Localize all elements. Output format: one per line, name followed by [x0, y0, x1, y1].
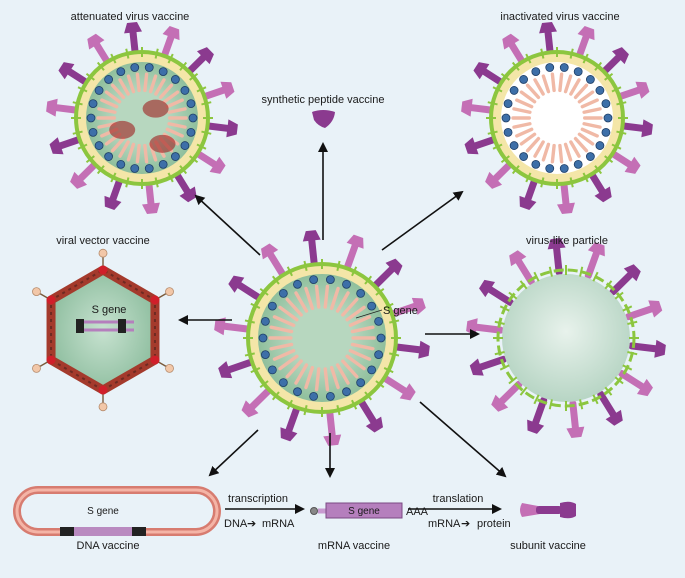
label-s-gene-vector: S gene [92, 304, 127, 316]
label-transcription: transcription [228, 493, 288, 505]
label-dna-vaccine: DNA vaccine [77, 540, 140, 552]
mrna-s-gene-box [325, 502, 403, 519]
label-aaa: AAA [406, 506, 429, 518]
label-inactivated-virus-vaccine: inactivated virus vaccine [500, 11, 619, 23]
arrows [178, 142, 507, 514]
arrow-to-attenuated [194, 194, 261, 256]
arrow-to-subunit [419, 401, 507, 478]
label-attenuated-virus-vaccine: attenuated virus vaccine [71, 11, 190, 23]
arrow-to-inactivated [381, 190, 464, 251]
s-gene-pointer [355, 309, 383, 319]
dna-plasmid-graphic [13, 486, 221, 536]
label-synthetic-peptide-vaccine: synthetic peptide vaccine [262, 94, 385, 106]
coronavirus-center [214, 230, 430, 446]
label-s-gene-dna: S gene [87, 506, 119, 517]
viral-vector-graphic [32, 248, 174, 412]
label-virus-like-particle: virus-like particle [526, 235, 608, 247]
label-subunit-vaccine: subunit vaccine [510, 540, 586, 552]
attenuated-virus-graphic [46, 22, 238, 214]
subunit-protein-icon [520, 501, 576, 519]
label-mrna-step-2: mRNA [428, 518, 461, 530]
label-dna-step: DNA [224, 518, 248, 530]
label-s-gene-mrna: S gene [348, 506, 380, 517]
label-mrna-step: mRNA [262, 518, 295, 530]
synthetic-peptide-icon [312, 110, 335, 128]
label-mrna-protein-arrow: ➔ [461, 518, 470, 530]
label-viral-vector-vaccine: viral vector vaccine [56, 235, 150, 247]
arrow-to-dna [208, 429, 259, 477]
label-dna-mrna-arrow: ➔ [247, 518, 256, 530]
label-mrna-vaccine: mRNA vaccine [318, 540, 390, 552]
mrna-strand-graphic [310, 502, 403, 519]
label-protein-step: protein [477, 518, 511, 530]
label-s-gene-center: S gene [383, 305, 418, 317]
dna-s-gene-segment [60, 527, 146, 536]
inactivated-virus-graphic [461, 22, 653, 214]
label-translation: translation [433, 493, 484, 505]
virus-like-particle-graphic [466, 238, 666, 438]
